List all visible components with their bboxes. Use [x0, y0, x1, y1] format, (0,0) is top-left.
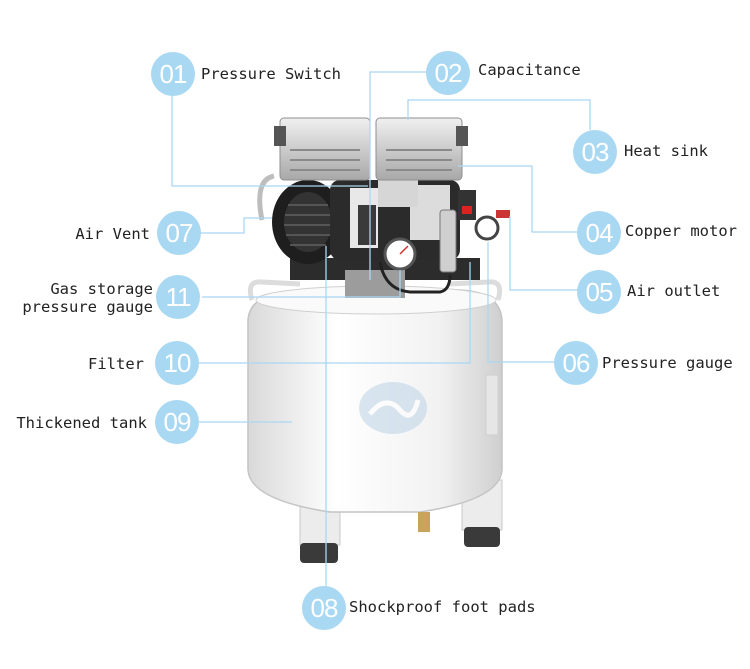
- callout-label-copper-motor: Copper motor: [625, 222, 737, 240]
- callout-badge-04: 04: [577, 211, 621, 255]
- callout-label-gas-storage-pressure-gauge: Gas storage pressure gauge: [22, 280, 153, 316]
- callout-badge-05: 05: [577, 270, 621, 314]
- callout-badge-08: 08: [302, 586, 346, 630]
- callout-label-pressure-gauge: Pressure gauge: [602, 354, 733, 372]
- callout-badge-02: 02: [426, 51, 470, 95]
- callout-label-pressure-switch: Pressure Switch: [201, 65, 341, 83]
- motor-mount: [345, 270, 405, 298]
- leader-05: [509, 216, 579, 291]
- motor-base: [290, 258, 480, 280]
- callout-label-shockproof-foot-pads: Shockproof foot pads: [349, 598, 536, 616]
- pressure-switch-block: [358, 205, 376, 245]
- callout-badge-11: 11: [156, 275, 200, 319]
- leader-11: [202, 270, 401, 298]
- callout-label-air-outlet: Air outlet: [627, 282, 721, 300]
- callout-label-thickened-tank: Thickened tank: [16, 414, 147, 432]
- leader-04: [458, 165, 578, 233]
- tank-logo: [359, 382, 427, 434]
- foot-pads: [300, 527, 500, 563]
- filter-regulator: [439, 190, 510, 273]
- callout-badge-10: 10: [155, 341, 199, 385]
- tank-pressure-gauge: [383, 237, 417, 271]
- callout-badge-01: 01: [151, 52, 195, 96]
- callout-label-filter: Filter: [88, 355, 144, 373]
- leader-01: [171, 95, 368, 187]
- callout-badge-09: 09: [155, 400, 199, 444]
- leader-06: [487, 242, 556, 363]
- leader-10: [198, 262, 471, 364]
- callout-label-air-vent: Air Vent: [75, 225, 150, 243]
- callout-badge-07: 07: [157, 211, 201, 255]
- leader-07: [201, 217, 272, 234]
- leader-02: [369, 71, 426, 280]
- heat-sinks: [274, 117, 468, 181]
- callout-label-heat-sink: Heat sink: [624, 142, 708, 160]
- callout-badge-06: 06: [554, 341, 598, 385]
- callout-label-capacitance: Capacitance: [478, 61, 581, 79]
- callout-badge-03: 03: [573, 130, 617, 174]
- air-vent: [272, 180, 344, 264]
- leader-03: [407, 99, 591, 130]
- carry-handle: [257, 173, 275, 221]
